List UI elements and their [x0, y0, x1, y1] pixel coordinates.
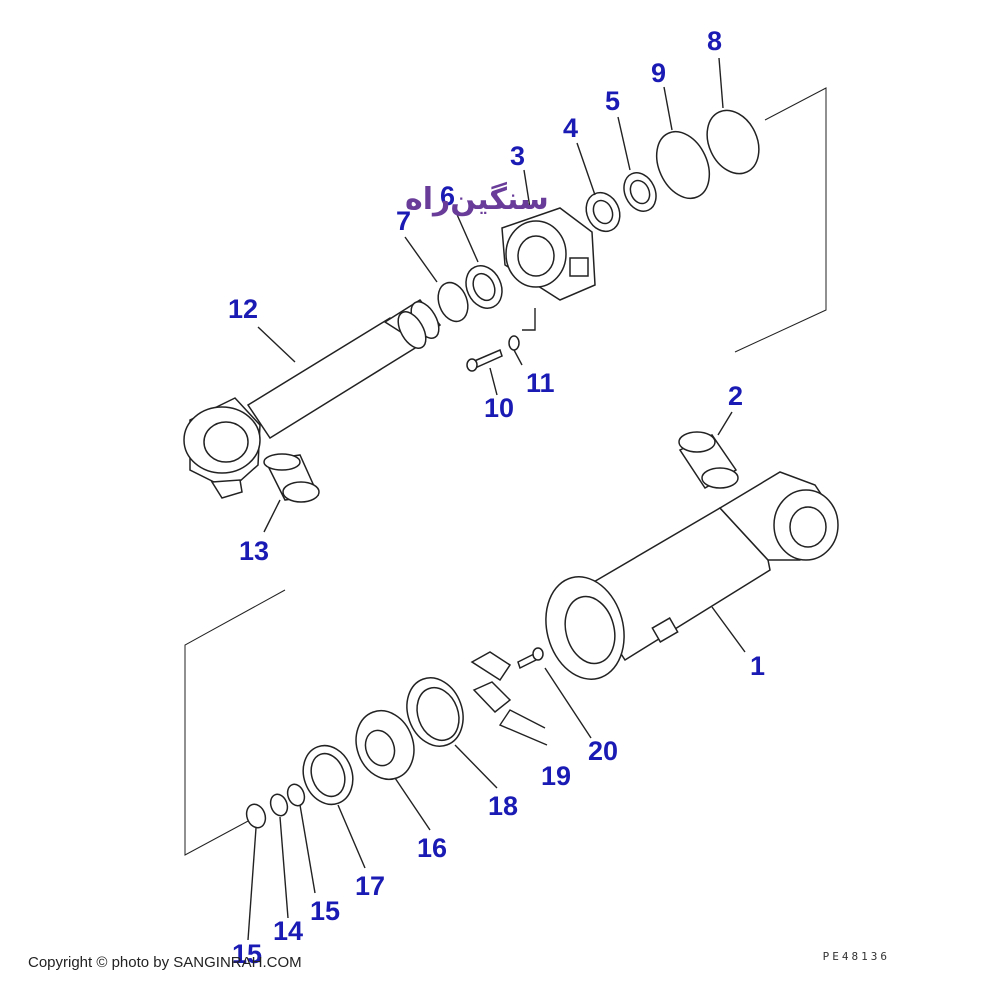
cylinder-head	[501, 207, 596, 301]
callout-10: 10	[484, 393, 514, 423]
head-bolt	[466, 348, 503, 372]
callout-19: 19	[541, 761, 571, 791]
callout-14: 14	[273, 916, 303, 946]
backup-ring	[655, 130, 711, 200]
rod-bushing	[263, 453, 320, 503]
bottom-bushing	[678, 431, 739, 490]
split-collar	[470, 651, 512, 714]
callout-7: 7	[396, 206, 411, 236]
callout-5: 5	[605, 86, 620, 116]
callout-15-lower: 15	[232, 939, 262, 969]
callout-12: 12	[228, 294, 258, 324]
lower-group-boundary	[184, 589, 286, 856]
copyright-text: Copyright © photo by SANGINRAH.COM	[28, 954, 302, 971]
piston-rod	[183, 299, 442, 499]
leader-lines	[247, 57, 746, 941]
callout-3: 3	[510, 141, 525, 171]
o-ring-small	[269, 793, 289, 817]
piston-bolt	[517, 647, 544, 670]
callout-17: 17	[355, 871, 385, 901]
callout-1: 1	[750, 651, 765, 681]
piston	[355, 709, 415, 781]
cylinder-tube	[545, 471, 839, 680]
callout-6: 6	[440, 181, 455, 211]
callout-20: 20	[588, 736, 618, 766]
buffer-ring	[623, 172, 657, 212]
backup-ring-left	[245, 803, 267, 829]
callout-9: 9	[651, 58, 666, 88]
callout-13: 13	[239, 536, 269, 566]
wear-ring	[302, 744, 354, 806]
callout-4: 4	[563, 113, 578, 143]
callout-18: 18	[488, 791, 518, 821]
callout-16: 16	[417, 833, 447, 863]
callout-15-upper: 15	[310, 896, 340, 926]
bolt-washer	[508, 335, 520, 351]
callout-2: 2	[728, 381, 743, 411]
upper-group-boundary	[734, 87, 827, 353]
o-ring	[706, 109, 760, 175]
callout-11: 11	[526, 368, 555, 398]
piston-ring	[406, 677, 464, 747]
drawing-code: PE48136	[822, 950, 890, 963]
callout-8: 8	[707, 26, 722, 56]
watermark-logo: سنگین‌راه	[405, 182, 549, 217]
backup-ring-right	[286, 783, 306, 807]
head-bushing	[465, 265, 503, 309]
snap-ring	[437, 281, 469, 323]
